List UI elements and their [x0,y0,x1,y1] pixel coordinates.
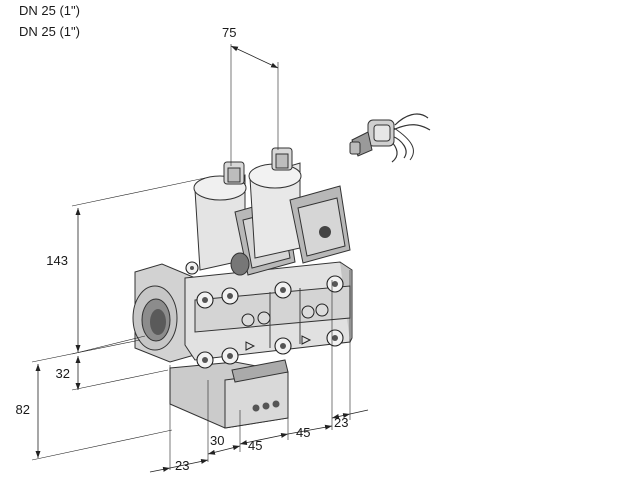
gas-valve-illustration [132,147,353,429]
dim-label-step-1: 45 [248,438,262,453]
connector-cable-illustration [349,113,431,163]
dim-label-bottom-depth: 23 [175,458,189,473]
dim-label-bottom-height: 82 [16,402,30,417]
dim-label-pipe-offset: 32 [56,366,70,381]
header-line-1: DN 25 (1") [19,3,80,18]
dim-label-top-width: 75 [222,25,236,40]
dim-label-right-edge: 23 [334,415,348,430]
header-line-2: DN 25 (1") [19,24,80,39]
dimension-lines [31,44,369,473]
dim-label-side-a: 30 [210,433,224,448]
dim-label-total-height: 143 [46,253,68,268]
dim-label-step-2: 45 [296,425,310,440]
